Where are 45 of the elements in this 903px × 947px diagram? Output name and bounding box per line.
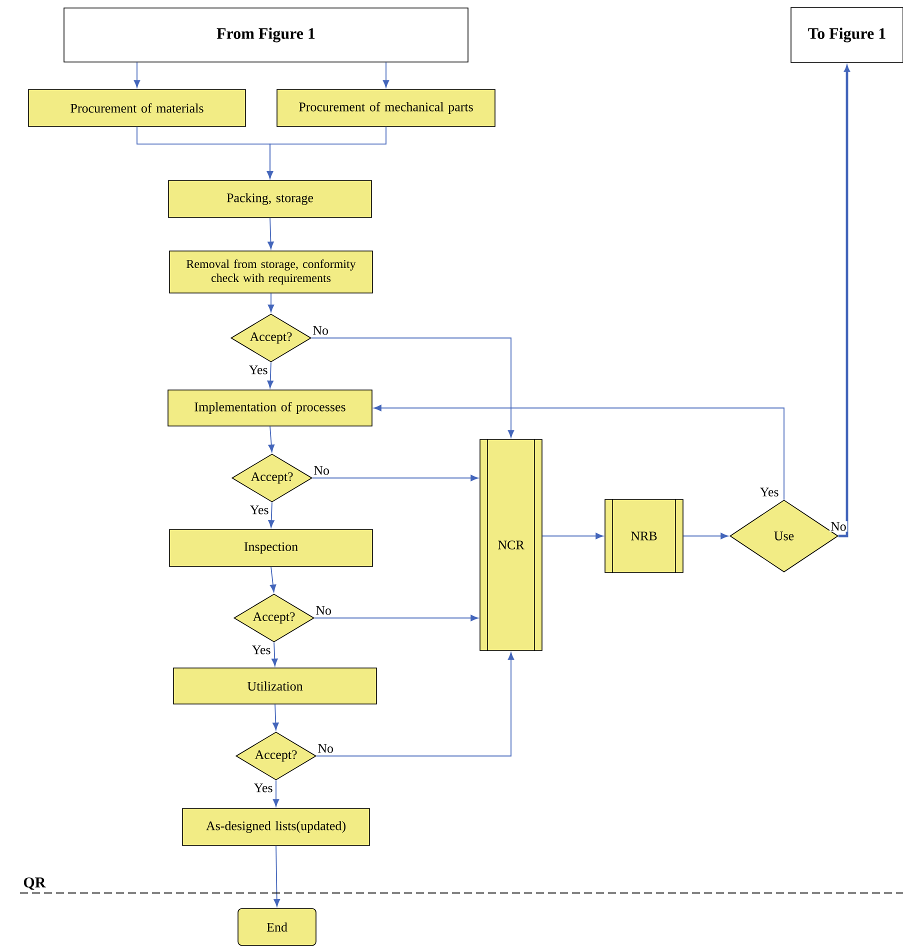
arrow — [838, 66, 850, 538]
edge-label: Yes — [254, 784, 272, 792]
edge-label: Yes — [250, 506, 268, 514]
arrow — [274, 845, 280, 907]
arrow — [268, 292, 274, 312]
arrow — [542, 532, 604, 540]
subprocess-box: NRB — [604, 498, 684, 574]
process-box: Procurement of mechanical parts — [276, 89, 496, 127]
edge-label: Yes — [249, 366, 268, 374]
arrow — [272, 780, 280, 807]
arrow — [374, 404, 784, 500]
process-box: As-designed lists(updated) — [182, 808, 370, 846]
arrow — [268, 502, 274, 528]
section-label: QR — [24, 877, 46, 890]
process-box: Packing, storage — [168, 180, 372, 218]
arrow — [310, 338, 514, 438]
arrow — [272, 704, 279, 730]
process-box: Utilization — [173, 668, 377, 704]
process-box: Implementation of processes — [168, 390, 372, 426]
edge-label: No — [318, 744, 333, 753]
arrow — [268, 217, 274, 250]
arrow — [316, 652, 514, 756]
arrow — [266, 126, 386, 179]
edge-label: Yes — [760, 488, 778, 496]
arrow — [272, 642, 278, 666]
edge-label: No — [316, 606, 331, 615]
process-box: Inspection — [169, 529, 373, 567]
arrow — [682, 532, 728, 540]
terminal-box: End — [238, 908, 316, 946]
arrow — [314, 614, 478, 622]
reference-box: From Figure 1 — [64, 8, 468, 62]
edge-label: No — [312, 326, 328, 335]
arrow — [312, 474, 478, 482]
arrow — [382, 62, 390, 88]
arrow — [268, 426, 275, 452]
edge-label: No — [830, 522, 846, 531]
arrow — [270, 566, 276, 592]
subprocess-box: NCR — [480, 438, 542, 652]
edge-label: No — [314, 466, 329, 475]
process-box: Procurement of materials — [28, 89, 246, 127]
edge-label: Yes — [252, 646, 270, 654]
process-box: Removal from storage, conformity check with requirements — [169, 250, 373, 294]
arrow — [267, 362, 274, 388]
arrow — [134, 62, 140, 88]
reference-box: To Figure 1 — [790, 7, 903, 63]
